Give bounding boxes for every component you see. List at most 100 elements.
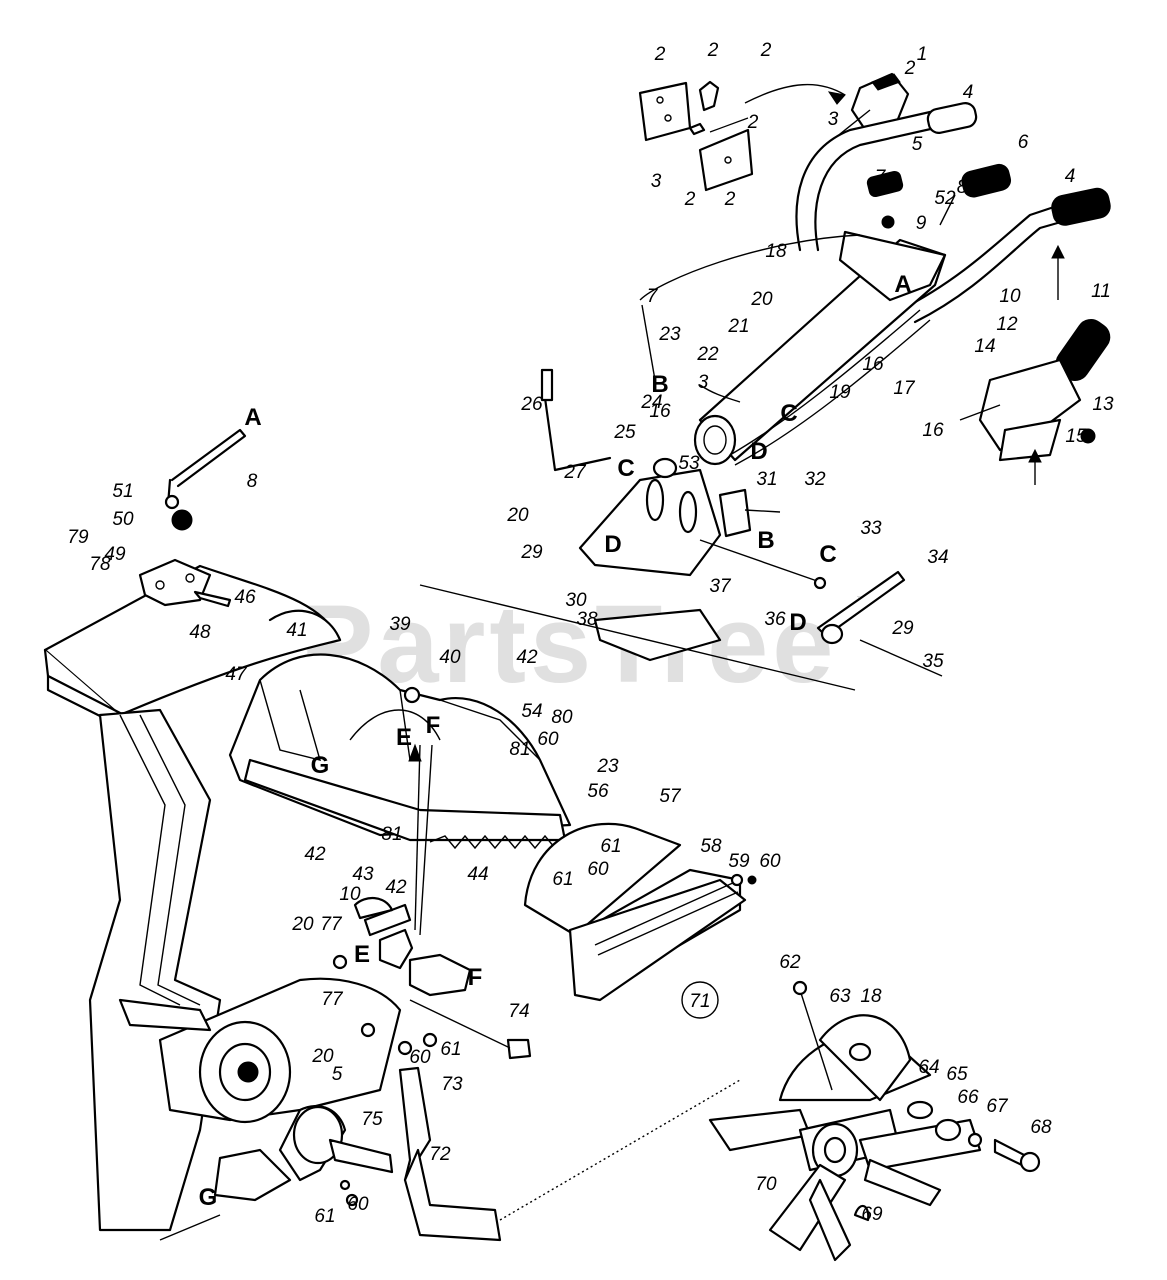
part-callout-7: 7 [647,286,659,307]
part-callout-20: 20 [291,914,314,935]
part-callout-81: 81 [381,824,402,845]
part-callout-8: 8 [247,471,258,492]
connector-letter-c: C [780,400,797,427]
connector-letter-g: G [311,752,330,779]
part-callout-39: 39 [389,614,411,635]
part-callout-61: 61 [600,836,621,857]
connector-letter-e: E [396,724,412,751]
part-callout-60: 60 [587,859,609,880]
part-callout-42: 42 [304,844,326,865]
part-callout-22: 22 [696,344,719,365]
part-callout-38: 38 [576,609,598,630]
part-callout-4: 4 [963,82,974,103]
part-callout-29: 29 [891,618,914,639]
depth-rod [164,428,247,531]
part-callout-14: 14 [974,336,995,357]
part-callout-42: 42 [385,877,407,898]
control-lever-detail [638,80,846,192]
part-callout-75: 75 [361,1109,383,1130]
part-callout-26: 26 [520,394,543,415]
connector-letter-e: E [354,941,370,968]
part-callout-58: 58 [700,836,722,857]
part-callout-23: 23 [596,756,619,777]
part-callout-29: 29 [520,542,543,563]
connection-lines [159,584,856,1241]
part-callout-81: 81 [509,739,530,760]
part-callout-2: 2 [707,40,719,61]
part-callout-11: 11 [1091,281,1111,302]
part-callout-50: 50 [112,509,134,530]
connector-letter-d: D [604,531,621,558]
part-callout-16: 16 [649,401,671,422]
part-callout-37: 37 [709,576,732,597]
part-callout-34: 34 [927,547,948,568]
part-callout-61: 61 [314,1206,335,1227]
connector-letter-c: C [819,541,836,568]
part-callout-53: 53 [678,453,700,474]
part-callout-2: 2 [760,40,772,61]
part-callout-80: 80 [551,707,573,728]
part-callout-73: 73 [441,1074,463,1095]
part-callout-52: 52 [934,188,956,209]
part-callout-18: 18 [860,986,882,1007]
part-callout-60: 60 [347,1194,369,1215]
part-callout-35: 35 [922,651,944,672]
part-callout-23: 23 [658,324,681,345]
part-callout-77: 77 [321,989,344,1010]
part-callout-10: 10 [339,884,361,905]
part-callout-63: 63 [829,986,851,1007]
part-callout-61: 61 [552,869,573,890]
part-callout-3: 3 [651,171,662,192]
part-callout-30: 30 [565,590,587,611]
part-callout-62: 62 [779,952,801,973]
part-callout-9: 9 [916,213,927,234]
transmission-housing [88,708,532,1242]
part-callout-79: 79 [67,527,89,548]
part-callout-74: 74 [508,1001,529,1022]
part-callout-2: 2 [724,189,736,210]
part-callout-44: 44 [467,864,488,885]
part-callout-54: 54 [521,701,542,722]
clutch-lever-assembly [959,319,1111,485]
part-callout-56: 56 [587,781,609,802]
part-callout-16: 16 [922,420,944,441]
part-callout-1: 1 [917,44,928,65]
part-callout-20: 20 [506,505,529,526]
part-callout-17: 17 [893,378,916,399]
connector-letter-b: B [757,527,774,554]
part-callout-15: 15 [1065,426,1087,447]
handlebar-assembly [795,72,1111,324]
part-callout-2: 2 [904,58,916,79]
part-callout-60: 60 [537,729,559,750]
handle-bracket [540,368,943,677]
part-callout-5: 5 [912,134,923,155]
part-callout-24: 24 [640,392,662,413]
part-callout-8: 8 [957,177,968,198]
part-callout-47: 47 [225,664,248,685]
part-callout-66: 66 [957,1087,979,1108]
part-callout-49: 49 [104,544,126,565]
part-callout-61: 61 [440,1039,461,1060]
part-callout-2: 2 [684,189,696,210]
part-callout-77: 77 [320,914,343,935]
connector-letter-g: G [199,1184,218,1211]
part-callout-68: 68 [1030,1117,1052,1138]
part-callout-51: 51 [112,481,133,502]
part-callout-4: 4 [1065,166,1076,187]
callout-71: 71 [681,981,719,1019]
connector-letter-c: C [617,455,634,482]
part-callout-43: 43 [352,864,374,885]
part-callout-65: 65 [946,1064,968,1085]
part-callout-46: 46 [234,587,256,608]
part-callout-33: 33 [860,518,882,539]
part-callout-31: 31 [756,469,777,490]
connector-letter-f: F [426,712,441,739]
part-callout-42: 42 [516,647,538,668]
main-shaft-tube [639,230,947,466]
part-callout-69: 69 [861,1204,883,1225]
part-callout-78: 78 [89,554,111,575]
part-callout-60: 60 [409,1047,431,1068]
